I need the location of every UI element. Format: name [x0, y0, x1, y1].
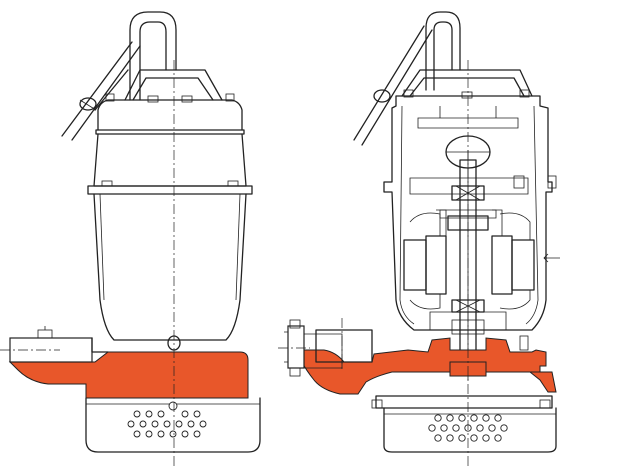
discharge-casing [8, 326, 249, 399]
strainer-base-section [371, 395, 557, 453]
strainer-holes [127, 401, 207, 438]
discharge-flange-section [284, 319, 373, 377]
pump-casing-and-impeller [301, 337, 557, 395]
motor-housing-lower [93, 193, 247, 341]
power-cable [61, 41, 141, 141]
power-cable-section [353, 25, 433, 146]
stator [403, 209, 535, 310]
middle-flange [87, 185, 253, 195]
top-bolts [105, 93, 235, 103]
exterior-view [0, 11, 261, 468]
sectional-view [278, 11, 560, 468]
lifting-handle-section [401, 11, 533, 97]
strainer-holes-section [428, 414, 508, 442]
motor-housing-upper [93, 133, 247, 187]
outer-housing [383, 95, 553, 331]
lifting-handle [124, 11, 223, 101]
top-cover [97, 99, 243, 131]
